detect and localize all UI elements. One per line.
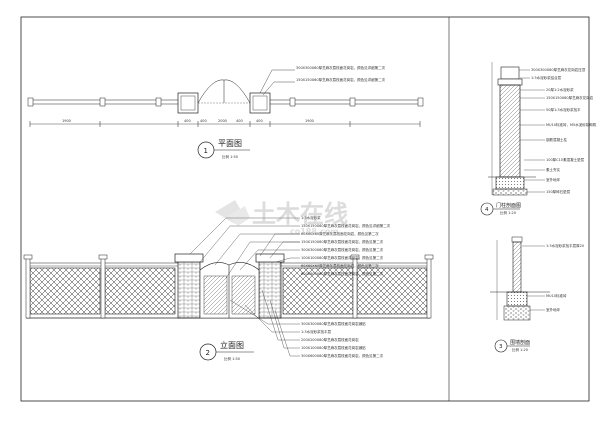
elev-note-6: 100X100X60厚芝麻灰荔枝面花岗岩，颜色见第二次 — [301, 255, 384, 260]
wall-note-2: MU10标准砖 — [546, 293, 567, 298]
plan-dim-6: 400 — [256, 119, 263, 123]
elev-note-3: 60X60X60厚芝麻灰荔枝面花岗岩，颜色见第二次 — [301, 231, 379, 236]
pillar-note-4: 150X150X60厚芝麻灰花岗岩 — [546, 95, 594, 100]
elevation-title: 立面图 — [220, 340, 244, 350]
plan-callout-2: 150X150X60厚芝麻灰荔枝面花岗岩，颜色见详细第二次 — [296, 77, 386, 82]
elev-note-b5: 300X600X60厚芝麻灰荔枝面花岗岩，颜色见第二次 — [301, 353, 384, 358]
watermark-logo-icon — [215, 200, 250, 226]
pillar-section — [480, 62, 545, 216]
plan-dim-7: 1900 — [305, 119, 314, 123]
elev-note-7: 60X60X60厚芝麻灰荔枝面花岗岩，颜色见第二次 — [301, 263, 379, 268]
elevation-number: 2 — [206, 349, 210, 357]
elev-note-b1: 300X300X60厚芝麻灰荔枝面花岗岩铺贴 — [301, 321, 366, 326]
wall-section — [490, 236, 550, 353]
wall-note-1: 1:3水泥砂浆找平层厚20 — [546, 243, 584, 248]
pillar-section-scale: 比例 1:20 — [500, 210, 516, 215]
pillar-note-8: 100厚C10素混凝土垫层 — [546, 157, 585, 162]
elev-note-1: 1:3水泥砂浆 — [301, 215, 321, 220]
elev-note-b3: 200X200X60厚芝麻灰荔枝面花岗岩 — [301, 337, 359, 342]
pillar-note-5: 50厚1:3水泥砂浆找平 — [546, 107, 581, 112]
wall-note-3: 室外地坪 — [546, 307, 560, 312]
elev-note-8: 600X600X60厚芝麻灰荔枝面花岗岩，颜色见第二次 — [301, 271, 384, 276]
wall-section-title: 围墙剖面 — [510, 339, 530, 346]
elev-note-b4: 100X100X60厚芝麻灰荔枝面花岗岩铺贴 — [301, 345, 366, 350]
pillar-note-3: 20厚1:2水泥砂浆 — [546, 87, 574, 92]
plan-number: 1 — [204, 147, 208, 155]
pillar-section-number: 4 — [485, 207, 489, 213]
elevation-scale: 比例 1:50 — [224, 356, 240, 361]
elev-note-4: 150X150X60厚芝麻灰荔枝面花岗岩，颜色见第二次 — [301, 239, 384, 244]
plan-callout-1: 300X300X60厚芝麻灰荔枝面花岗岩，颜色见详细第二次 — [296, 65, 386, 70]
sheet-border — [20, 16, 590, 402]
plan-dim-3: 400 — [200, 119, 207, 123]
plan-scale: 比例 1:50 — [222, 154, 238, 159]
pillar-note-7: 钢筋混凝土柱 — [546, 137, 567, 142]
pillar-note-2: 1:3水泥砂浆结合层 — [531, 75, 562, 80]
elevation-view — [23, 217, 434, 361]
pillar-note-11: 150厚碎石垫层 — [546, 189, 571, 194]
watermark-text: 土木在线 — [252, 200, 348, 228]
wall-section-number: 3 — [499, 344, 503, 350]
pillar-note-9: 素土夯实 — [546, 167, 560, 172]
plan-dim-2: 400 — [184, 119, 191, 123]
watermark — [215, 200, 250, 226]
pillar-note-1: 300X300X60厚芝麻灰花岗岩压顶 — [531, 67, 586, 72]
plan-dim-5: 400 — [236, 119, 243, 123]
elev-note-b2: 1:3水泥砂浆找平层 — [301, 329, 332, 334]
pillar-section-title: 门柱剖面图 — [496, 202, 521, 209]
plan-title: 平面图 — [218, 139, 242, 148]
plan-view — [27, 69, 424, 159]
wall-section-scale: 比例 1:20 — [512, 347, 528, 352]
elev-note-5: 300X300X60厚芝麻灰荔枝面花岗岩，颜色见第二次 — [301, 247, 384, 252]
plan-dim-1: 1900 — [62, 119, 71, 123]
pillar-note-6: MU10标准砖，M5水泥砂浆砌筑 — [546, 122, 597, 127]
watermark-subtext: co188.com — [290, 227, 339, 236]
pillar-note-10: 室外地坪 — [546, 177, 560, 182]
elev-note-2: 150X150X60厚芝麻灰荔枝面花岗岩，颜色见详细第二次 — [301, 223, 391, 228]
plan-dim-4: 2000 — [218, 119, 227, 123]
